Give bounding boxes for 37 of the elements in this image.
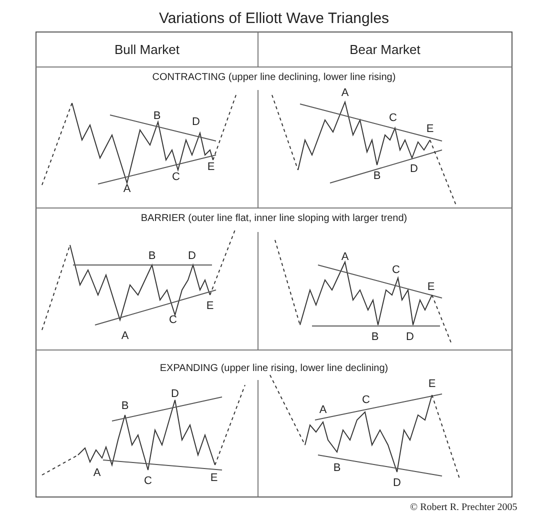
- wave-point-label: B: [153, 110, 161, 122]
- wave-point-label: D: [192, 116, 200, 128]
- wave-point-label: E: [428, 378, 436, 390]
- wave-point-label: E: [206, 300, 214, 312]
- wave-point-label: D: [171, 388, 179, 400]
- wave-point-label: A: [341, 251, 349, 263]
- diagram-title: Variations of Elliott Wave Triangles: [158, 10, 390, 27]
- wave-point-label: B: [148, 250, 156, 262]
- wave-point-label: B: [373, 170, 381, 182]
- wave-point-label: B: [333, 462, 341, 474]
- section-heading: CONTRACTING (upper line declining, lower line rising): [152, 72, 396, 83]
- wave-point-label: D: [406, 331, 414, 343]
- wave-point-label: C: [392, 264, 400, 276]
- wave-point-label: C: [172, 171, 180, 183]
- wave-point-label: D: [188, 250, 196, 262]
- wave-point-label: A: [123, 183, 131, 195]
- wave-point-label: D: [410, 163, 418, 175]
- wave-point-label: A: [93, 467, 101, 479]
- wave-point-label: C: [144, 475, 152, 487]
- wave-point-label: A: [341, 87, 349, 99]
- column-header: Bull Market: [114, 42, 180, 57]
- wave-point-label: B: [371, 331, 379, 343]
- column-header: Bear Market: [350, 42, 420, 57]
- wave-point-label: E: [426, 123, 434, 135]
- wave-point-label: A: [319, 404, 327, 416]
- section-heading: BARRIER (outer line flat, inner line sloping with larger trend): [140, 213, 408, 224]
- wave-point-label: D: [393, 477, 401, 489]
- copyright-note: © Robert R. Prechter 2005: [410, 502, 518, 513]
- wave-point-label: C: [389, 112, 397, 124]
- wave-point-label: B: [121, 400, 129, 412]
- wave-point-label: E: [427, 281, 435, 293]
- wave-point-label: E: [210, 472, 218, 484]
- wave-point-label: C: [169, 314, 177, 326]
- wave-point-label: A: [121, 330, 129, 342]
- wave-point-label: E: [207, 161, 215, 173]
- section-heading: EXPANDING (upper line rising, lower line declining): [160, 363, 388, 374]
- wave-point-label: C: [362, 394, 370, 406]
